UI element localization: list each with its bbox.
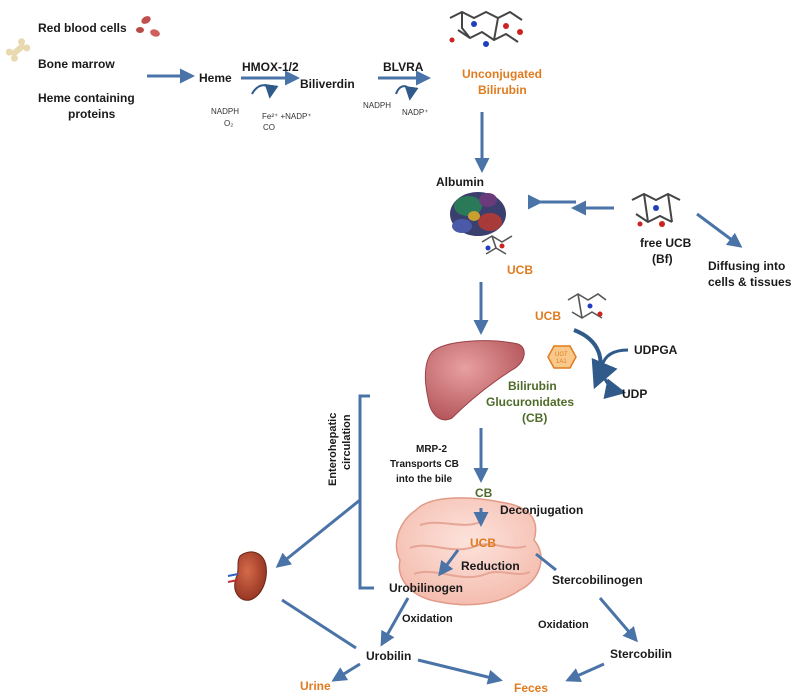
free-ucb-to-diffusion-arrow	[696, 212, 743, 248]
cb-label-2: Glucuronidates	[486, 395, 574, 409]
kidney-to-urobilin-line	[281, 598, 357, 650]
fe-nadp-label: Fe²⁺ +NADP⁺	[262, 112, 312, 121]
cb-label-3: (CB)	[522, 411, 547, 425]
albumin-label: Albumin	[436, 175, 484, 189]
intestine-icon	[395, 497, 542, 606]
reduction-label: Reduction	[461, 559, 520, 573]
deconjugation-label: Deconjugation	[500, 503, 583, 517]
ugt1a1-enzyme-icon	[547, 345, 577, 369]
oxidation-label-right: Oxidation	[538, 619, 589, 631]
red-blood-cells-label: Red blood cells	[38, 21, 127, 35]
mrp2-label-3: into the bile	[396, 474, 453, 485]
mrp2-label-1: MRP-2	[416, 444, 448, 455]
free-ucb-molecule-icon	[631, 192, 681, 227]
blvra-cofactor-curve	[395, 85, 419, 101]
co-label: CO	[263, 123, 275, 132]
unconjugated-bilirubin-label-2: Bilirubin	[478, 83, 527, 97]
bone-marrow-label: Bone marrow	[38, 57, 115, 71]
heme-proteins-label-2: proteins	[68, 107, 116, 121]
nadph-2-label: NADPH	[363, 101, 391, 110]
glucuronidation-curve	[573, 328, 618, 390]
unconjugated-bilirubin-molecule-icon	[449, 10, 523, 47]
enterohepatic-to-kidney-arrow	[275, 498, 361, 568]
udp-out-curve	[600, 371, 627, 399]
free-ucb-label-1: free UCB	[640, 236, 692, 250]
liver-ucb-molecule-icon	[567, 293, 607, 319]
ucb-molecule-icon	[481, 235, 513, 255]
red-blood-cell-icon	[136, 16, 160, 37]
urobilin-label: Urobilin	[366, 649, 411, 663]
stercobilinogen-to-stercobilin-arrow	[598, 597, 638, 643]
udpga-label: UDPGA	[634, 343, 678, 357]
stercobilin-to-feces-arrow	[565, 662, 605, 682]
bone-icon	[5, 38, 31, 62]
urobilin-to-urine-arrow	[331, 662, 361, 682]
stercobilinogen-label: Stercobilinogen	[552, 573, 643, 587]
unconjugated-bilirubin-label-1: Unconjugated	[462, 67, 542, 81]
blvra-enzyme-label: BLVRA	[383, 60, 424, 74]
mrp2-label-2: Transports CB	[390, 459, 459, 470]
oxidation-label-left: Oxidation	[402, 613, 453, 625]
equilibrium-arrows	[540, 200, 614, 216]
o2-label: O₂	[224, 119, 233, 128]
nadph-label: NADPH	[211, 107, 239, 116]
urobilin-to-feces-arrow	[417, 658, 503, 685]
feces-label: Feces	[514, 681, 548, 695]
liver-icon	[424, 340, 525, 421]
enterohepatic-label-2: circulation	[341, 414, 353, 470]
enterohepatic-label-1: Enterohepatic	[327, 413, 339, 486]
heme-proteins-label-1: Heme containing	[38, 91, 135, 105]
hmox-enzyme-label: HMOX-1/2	[242, 60, 299, 74]
albumin-protein-icon	[450, 192, 506, 236]
stercobilin-label: Stercobilin	[610, 647, 672, 661]
free-ucb-label-2: (Bf)	[652, 252, 673, 266]
albumin-ucb-label: UCB	[507, 263, 533, 277]
bile-cb-label: CB	[475, 486, 493, 500]
ucb-to-urobilinogen-arrow	[438, 549, 460, 577]
diffusing-label-1: Diffusing into	[708, 259, 785, 273]
ugt-label-1: UGT	[555, 352, 568, 358]
hmox-cofactor-curve	[251, 83, 279, 99]
diffusing-label-2: cells & tissues	[708, 275, 792, 289]
cb-label-1: Bilirubin	[508, 379, 557, 393]
udpga-in-curve	[600, 348, 629, 367]
heme-label: Heme	[199, 71, 232, 85]
urobilinogen-to-urobilin-arrow	[380, 597, 410, 647]
urine-label: Urine	[300, 679, 331, 693]
liver-ucb-label: UCB	[535, 309, 561, 323]
enterohepatic-bracket	[358, 394, 374, 590]
udp-label: UDP	[622, 387, 647, 401]
reduction-to-stercobilinogen-line	[535, 552, 557, 572]
intestine-ucb-label: UCB	[470, 536, 496, 550]
nadp-2-label: NADP⁺	[402, 108, 428, 117]
urobilinogen-label: Urobilinogen	[389, 581, 463, 595]
biliverdin-label: Biliverdin	[300, 77, 355, 91]
kidney-icon	[227, 551, 267, 601]
ugt-label-2: 1A1	[556, 359, 567, 365]
